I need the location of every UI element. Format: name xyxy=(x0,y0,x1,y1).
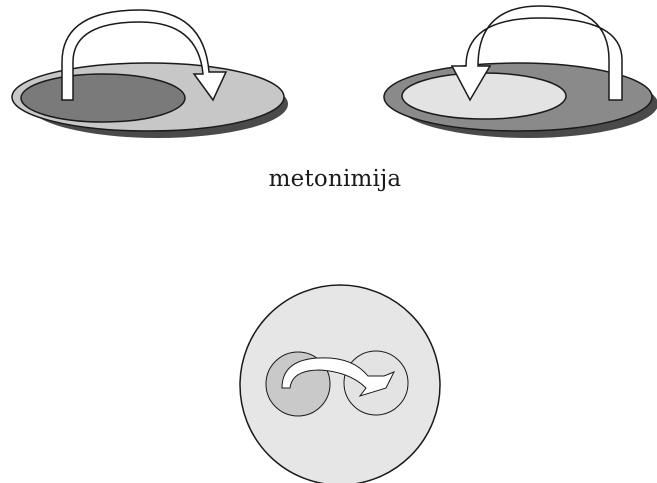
domain-figure xyxy=(240,285,440,483)
right-plate-inner-ellipse xyxy=(402,73,566,119)
left-plate-figure xyxy=(12,10,288,138)
left-plate-inner-ellipse xyxy=(21,74,185,122)
caption-label: metonimija xyxy=(0,166,657,192)
right-plate-figure xyxy=(384,6,657,138)
